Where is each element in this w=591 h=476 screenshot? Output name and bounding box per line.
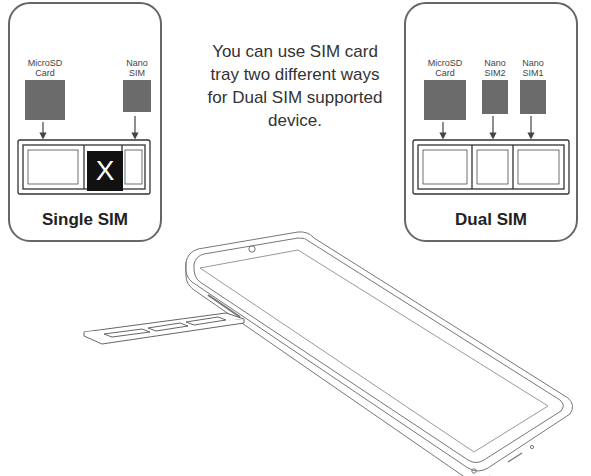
blocked-mark: X [96, 155, 115, 187]
card-slot: MicroSD Card [20, 52, 70, 120]
card-shape [25, 80, 65, 120]
insert-arrow [492, 116, 493, 136]
sim-tray [413, 140, 569, 194]
card-slot: MicroSD Card [420, 52, 470, 120]
blocked-slot: X [87, 151, 123, 191]
card-label: MicroSD Card [20, 52, 70, 78]
insert-arrow [442, 122, 443, 136]
tray-panel: Dual SIM MicroSD Card Nano SIM2 Nano SIM1 [404, 2, 578, 242]
card-label: Nano SIM1 [518, 52, 548, 78]
phone [186, 232, 573, 476]
insert-arrow [530, 116, 531, 136]
tray-panel: Single SIM MicroSD Card Nano SIM X [8, 2, 162, 242]
card-label: Nano SIM [117, 52, 157, 78]
insert-arrow [134, 116, 135, 136]
note-text: You can use SIM card tray two different … [205, 40, 385, 132]
card-slot: Nano SIM [117, 52, 157, 112]
insert-arrow [42, 122, 43, 136]
card-label: MicroSD Card [420, 52, 470, 78]
card-shape [424, 80, 466, 120]
panel-title: Single SIM [10, 210, 160, 230]
card-label: Nano SIM2 [480, 52, 510, 78]
card-shape [123, 80, 151, 112]
sim-tray [18, 140, 150, 194]
card-slot: Nano SIM2 [480, 52, 510, 114]
card-shape [520, 80, 546, 114]
panel-title: Dual SIM [406, 210, 576, 230]
card-slot: Nano SIM1 [518, 52, 548, 114]
sim-tray [84, 313, 244, 344]
card-shape [482, 80, 508, 114]
